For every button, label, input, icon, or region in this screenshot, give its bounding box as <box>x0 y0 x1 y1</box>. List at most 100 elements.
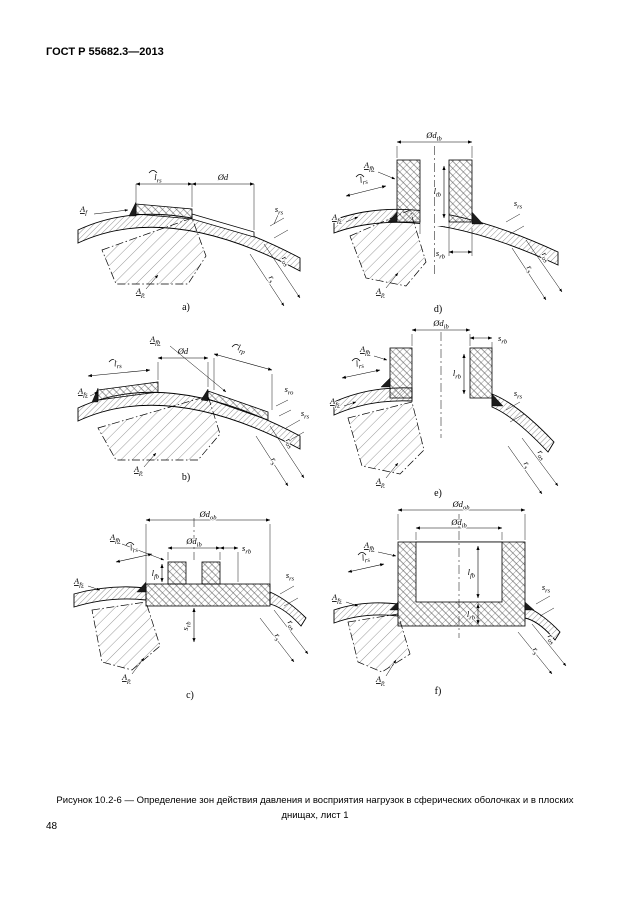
radius-line <box>525 239 563 293</box>
label-ros: ros <box>544 632 560 647</box>
dimension-srs: srs <box>279 569 299 607</box>
nozzle-wall <box>396 159 421 223</box>
dimension-lrs: lrs <box>87 357 151 378</box>
leader-line <box>385 272 399 289</box>
ext-line <box>275 399 289 407</box>
label-srs: srs <box>514 388 523 400</box>
radius-line <box>517 631 553 675</box>
label-rs: rs <box>529 645 543 657</box>
label-ros: ros <box>538 250 554 265</box>
dimension-srs: srs <box>285 407 311 441</box>
subfigure-letter-e: e) <box>434 488 442 499</box>
dimension-lrs: lrs <box>115 541 153 563</box>
leader-line <box>345 216 359 223</box>
arc-symbol <box>357 552 367 556</box>
weld-seam <box>491 393 504 407</box>
weld-seam <box>524 601 535 611</box>
radius-line <box>273 609 309 655</box>
dimension-srb: srb <box>219 542 253 582</box>
label-ros: ros <box>282 436 298 451</box>
leader-line <box>345 601 359 607</box>
label-ap: Ap <box>133 464 143 476</box>
weld-seam <box>91 387 99 403</box>
ext-line <box>509 413 525 423</box>
leader-line <box>169 345 227 393</box>
dim-line <box>341 369 381 379</box>
dimension-srb: srb <box>469 332 509 348</box>
label-srb: srb <box>436 248 446 260</box>
label-srs: srs <box>514 198 523 210</box>
subfigure-letter-a: a) <box>182 302 190 313</box>
dimension-d: Ød <box>191 171 255 230</box>
label-lfb: lfb <box>468 567 476 579</box>
radius-lines: ros rs <box>517 623 567 675</box>
arc-symbol <box>148 170 158 174</box>
label-rs: rs <box>520 459 534 471</box>
document-header: ГОСТ Р 55682.3—2013 <box>46 46 164 58</box>
label-afb: Afb <box>363 160 375 172</box>
ext-line <box>539 607 555 617</box>
radius-lines: ros rs <box>255 425 305 487</box>
dimension-dtb: Ødtb <box>396 129 473 158</box>
label-lrs: lrs <box>355 357 365 371</box>
label-afb-group: Afb <box>358 343 388 361</box>
label-afs-group: Afs <box>72 575 101 591</box>
ext-line <box>269 217 285 227</box>
dimension-srs: srs <box>535 581 555 617</box>
radius-lines: ros rs <box>511 239 563 301</box>
shell-section-right <box>524 605 561 641</box>
radius-lines: ros rs <box>259 609 309 663</box>
radius-lines: ros rs <box>249 243 301 307</box>
label-afs-group: Afs <box>330 591 359 607</box>
label-srs: srs <box>542 582 551 594</box>
arc-symbol <box>355 174 365 178</box>
ext-line <box>505 213 521 223</box>
label-af: Af <box>79 204 88 216</box>
radius-line <box>269 425 305 479</box>
arc-symbol <box>108 359 118 363</box>
leader-line <box>377 171 396 180</box>
label-ap-group: Ap <box>374 659 397 687</box>
shell-section-right <box>491 393 555 453</box>
label-ros: ros <box>278 254 294 269</box>
dimension-srs: srs <box>269 203 289 239</box>
page-number: 48 <box>46 821 58 832</box>
label-afb-group: Afb <box>148 333 227 393</box>
label-srs: srs <box>275 204 284 216</box>
dimension-lfb: lfb <box>151 563 164 583</box>
ext-line <box>273 229 289 239</box>
label-ap-group: Ap <box>120 657 145 685</box>
label-srb: srb <box>242 543 252 555</box>
shell-section-right <box>269 591 307 627</box>
figure-caption: Рисунок 10.2-6 — Определение зон действи… <box>56 795 574 821</box>
label-afb: Afb <box>109 532 121 544</box>
subfigure-letter-b: b) <box>182 472 190 483</box>
ext-line <box>535 595 551 605</box>
dimension-lrb: lrb <box>452 353 466 395</box>
label-afs-group: Afs <box>328 395 357 409</box>
figure-d-drawing: Ødtb ltb srb Afb lrs Afs Ap <box>330 129 563 315</box>
label-rs: rs <box>265 273 279 285</box>
label-rs: rs <box>523 263 537 275</box>
leader-line <box>273 214 279 225</box>
subfigure-letter-f: f) <box>435 686 442 697</box>
figure-c-drawing: Ødob Ødib srb lfb Afb lrs Afs <box>72 508 309 701</box>
label-d: Ød <box>217 172 229 182</box>
label-afb-group: Afb <box>362 539 397 557</box>
label-afs: Afs <box>73 576 84 588</box>
label-lfb: lfb <box>152 568 160 580</box>
label-afs: Afs <box>77 386 88 398</box>
label-ap: Ap <box>375 286 385 298</box>
ext-line <box>509 225 525 235</box>
label-dob: Ødob <box>199 509 218 521</box>
ext-line <box>278 409 292 417</box>
label-afb-group: Afb <box>362 159 396 180</box>
ext-line <box>279 585 295 595</box>
dimension-srs: srs <box>505 197 525 235</box>
label-ap: Ap <box>375 674 385 686</box>
nozzle-wall <box>448 159 473 223</box>
label-afb: Afb <box>149 334 161 346</box>
leader-line <box>121 543 165 561</box>
label-ap-group: Ap <box>134 274 159 299</box>
pressure-zone <box>97 395 221 461</box>
